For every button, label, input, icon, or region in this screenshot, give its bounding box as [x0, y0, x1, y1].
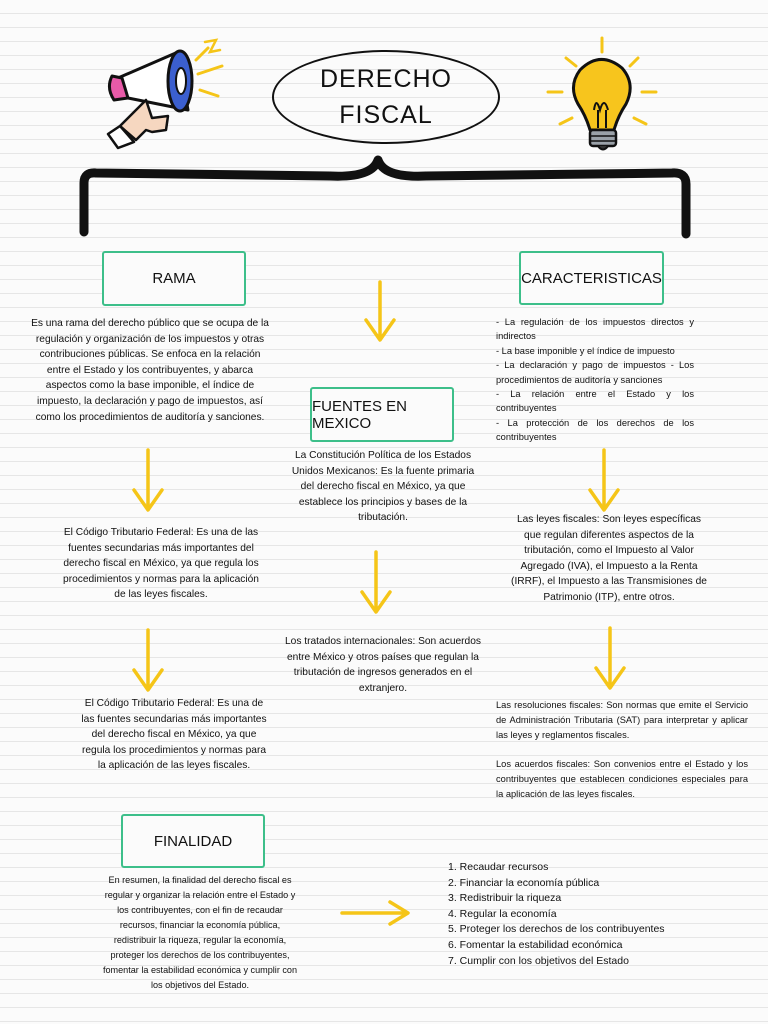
title-line-1: DERECHO	[320, 61, 452, 97]
finalidad-list-item: 6. Fomentar la estabilidad económica	[448, 938, 738, 954]
caracteristica-item: - La relación entre el Estado y los cont…	[496, 387, 694, 416]
resoluciones-fiscales: Las resoluciones fiscales: Son normas qu…	[496, 698, 748, 743]
caracteristica-item: - La declaración y pago de impuestos - L…	[496, 358, 694, 387]
finalidad-list-item: 1. Recaudar recursos	[448, 860, 738, 876]
megaphone-icon	[108, 40, 222, 148]
caracteristica-item: - La protección de los derechos de los c…	[496, 416, 694, 445]
codigo-tributario-1: El Código Tributario Federal: Es una de …	[60, 525, 262, 603]
finalidad-list: 1. Recaudar recursos 2. Financiar la eco…	[448, 860, 738, 969]
caracteristica-item: - La regulación de los impuestos directo…	[496, 315, 694, 344]
title-ellipse: DERECHO FISCAL	[272, 50, 500, 144]
fuentes-constitucion: La Constitución Política de los Estados …	[284, 448, 482, 526]
curly-brace	[84, 160, 686, 234]
arrow-right-icon	[342, 902, 408, 924]
title-line-2: FISCAL	[339, 97, 433, 133]
acuerdos-fiscales: Los acuerdos fiscales: Son convenios ent…	[496, 757, 748, 802]
finalidad-list-item: 4. Regular la economía	[448, 907, 738, 923]
caracteristicas-list: - La regulación de los impuestos directo…	[496, 315, 694, 445]
caracteristica-item: - La base imponible y el índice de impue…	[496, 344, 694, 358]
caracteristicas-box: CARACTERISTICAS	[519, 251, 664, 305]
leyes-fiscales: Las leyes fiscales: Son leyes específica…	[510, 512, 708, 606]
codigo-tributario-2: El Código Tributario Federal: Es una de …	[78, 696, 270, 774]
rama-description: Es una rama del derecho público que se o…	[30, 316, 270, 425]
rama-box: RAMA	[102, 251, 246, 306]
finalidad-list-item: 2. Financiar la economía pública	[448, 876, 738, 892]
finalidad-list-item: 3. Redistribuir la riqueza	[448, 891, 738, 907]
finalidad-box: FINALIDAD	[121, 814, 265, 868]
finalidad-description: En resumen, la finalidad del derecho fis…	[100, 873, 300, 993]
fuentes-tratados: Los tratados internacionales: Son acuerd…	[284, 634, 482, 696]
finalidad-list-item: 7. Cumplir con los objetivos del Estado	[448, 954, 738, 970]
fuentes-box: FUENTES EN MEXICO	[310, 387, 454, 442]
finalidad-list-item: 5. Proteger los derechos de los contribu…	[448, 922, 738, 938]
lightbulb-icon	[548, 38, 656, 150]
